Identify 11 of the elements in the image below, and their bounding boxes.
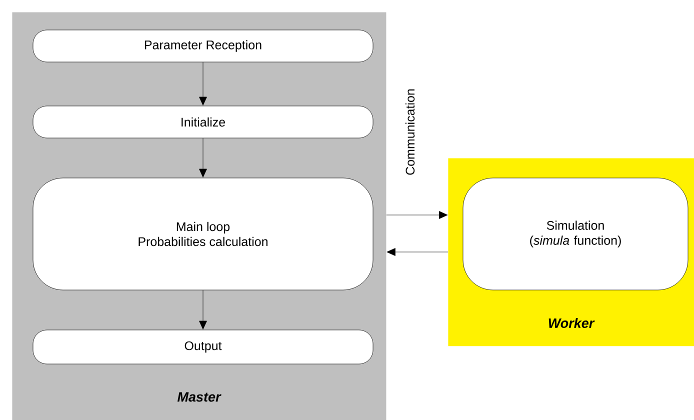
edge-label: Communication [405,89,415,175]
process-box: Main loop Probabilities calculation [32,178,374,290]
process-box: Output [32,330,374,364]
arrow [386,211,448,219]
process-box: Parameter Reception [32,30,374,62]
process-box: Initialize [32,106,374,138]
arrow [199,62,207,106]
arrow [199,138,207,178]
process-box: Simulation (simula function) [462,178,688,290]
arrow [386,248,448,256]
arrow [199,290,207,330]
